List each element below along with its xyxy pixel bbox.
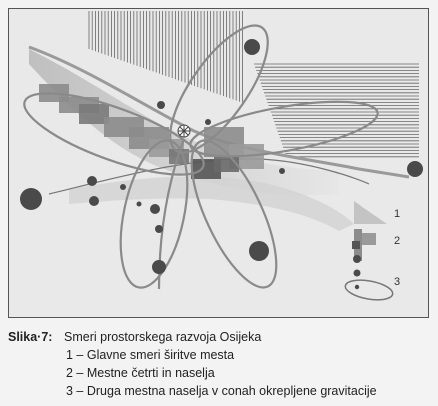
hatched-area-east (254, 63, 419, 158)
settlement-dot (279, 168, 285, 174)
settlement-dot (249, 241, 269, 261)
settlement-dot (244, 39, 260, 55)
caption-item-3: 3 – Druga mestna naselja v conah okreplj… (66, 384, 377, 398)
legend-item-1: 1 (354, 201, 400, 224)
legend-number-1: 1 (394, 208, 400, 220)
legend-symbol-quarter (362, 233, 376, 245)
legend-item-2: 2 (352, 229, 400, 261)
legend-number-2: 2 (394, 235, 400, 247)
settlement-dot (20, 188, 42, 210)
legend: 1 2 3 (344, 201, 400, 301)
legend-item-3: 3 (344, 255, 400, 301)
settlement-dot (205, 119, 211, 125)
settlement-dot (120, 184, 126, 190)
diagram-frame: 1 2 3 (8, 8, 429, 318)
quarter-blocks (39, 84, 264, 179)
urban-band (29, 49, 339, 196)
settlement-dot (152, 260, 166, 274)
figure-title: Smeri prostorskega razvoja Osijeka (64, 330, 262, 344)
settlement-dot (150, 204, 160, 214)
development-directions-map: 1 2 3 (20, 11, 423, 301)
river-line (28, 45, 410, 179)
settlement-dot (407, 161, 423, 177)
settlement-dot (136, 201, 142, 207)
figure-label: Slika·7: (8, 330, 53, 344)
legend-symbol-dot-small (354, 284, 360, 290)
settlement-dot (89, 196, 99, 206)
legend-symbol-dot-large (353, 255, 361, 263)
legend-symbol-gravitation (344, 279, 394, 301)
hatched-area-north (88, 11, 244, 103)
settlement-dot (157, 101, 165, 109)
legend-symbol-expansion (354, 201, 387, 224)
caption-item-2: 2 – Mestne četrti in naselja (66, 366, 215, 380)
settlement-dot (155, 225, 163, 233)
lower-band (69, 176, 354, 231)
caption-item-1: 1 – Glavne smeri širitve mesta (66, 348, 235, 362)
city-center-icon (177, 124, 191, 138)
settlement-dot (87, 176, 97, 186)
legend-number-3: 3 (394, 276, 400, 288)
petal-north (169, 24, 269, 154)
legend-symbol-dot-medium (353, 269, 361, 277)
petal-southwest (119, 139, 189, 289)
legend-symbol-quarter (352, 241, 360, 249)
quarter-block (214, 157, 239, 172)
petal-southeast (190, 139, 278, 289)
settlement-dots (20, 39, 423, 274)
petal-west (23, 92, 205, 176)
quarter-block (191, 159, 221, 179)
quarter-block (79, 104, 109, 124)
